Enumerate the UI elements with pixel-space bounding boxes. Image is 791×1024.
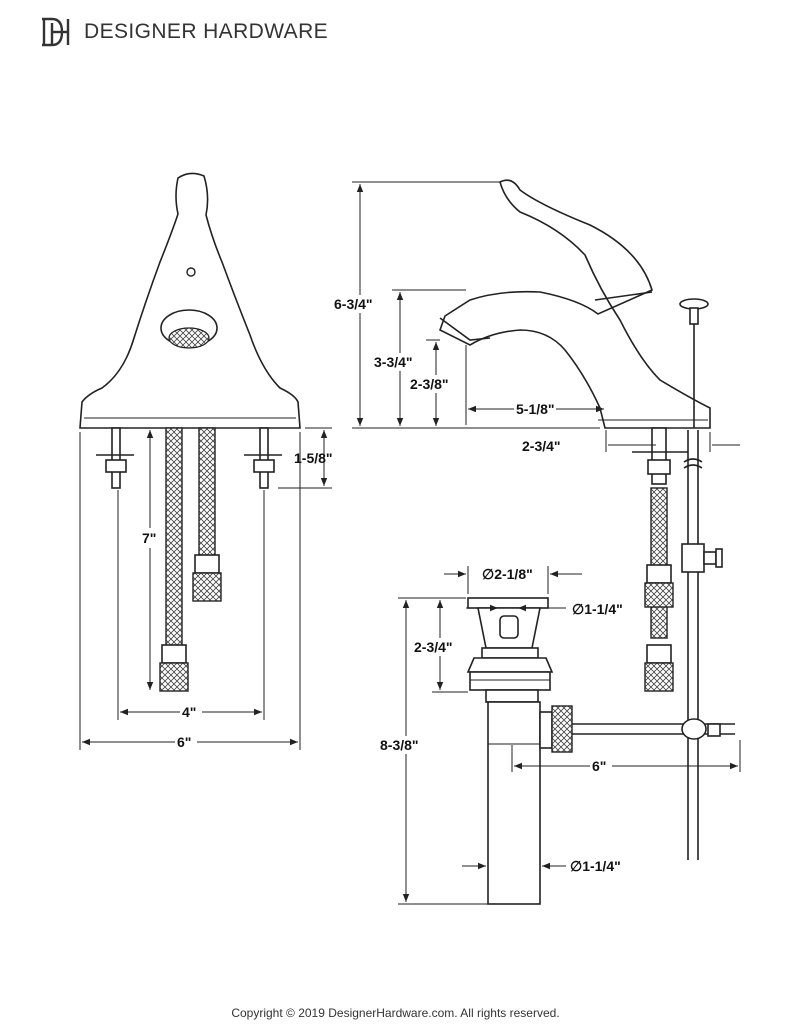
dim-stud-length: 1-5/8" xyxy=(294,450,333,466)
dim-lift-rod-reach: 6" xyxy=(592,758,606,774)
dim-drain-body-height: 2-3/4" xyxy=(414,639,453,655)
dim-flange-diameter: ∅2-1/8" xyxy=(482,566,533,582)
header: DESIGNER HARDWARE xyxy=(38,14,328,50)
dim-base-depth: 2-3/4" xyxy=(522,438,561,454)
mounting-studs-front xyxy=(96,427,282,489)
dim-drain-total-length: 8-3/8" xyxy=(380,737,419,753)
drain-dimensions xyxy=(398,566,741,905)
dim-total-height: 6-3/4" xyxy=(334,296,373,312)
dim-center-spread: 4" xyxy=(182,704,196,720)
dim-hose-length: 7" xyxy=(142,530,156,546)
pop-up-drain xyxy=(466,597,735,905)
dim-tailpiece-diameter: ∅1-1/4" xyxy=(570,858,621,874)
front-dimensions xyxy=(79,427,332,750)
drain-view: ∅2-1/8" ∅1-1/4" 2-3/4" 8-3/8" 6" ∅1-1/4" xyxy=(378,566,741,905)
pop-up-rod-side xyxy=(679,298,723,860)
dim-spout-reach: 5-1/8" xyxy=(516,401,555,417)
dim-drain-opening-diameter: ∅1-1/4" xyxy=(572,601,623,617)
brand-name: DESIGNER HARDWARE xyxy=(84,20,329,43)
faucet-side-body xyxy=(439,179,711,429)
copyright-notice: Copyright © 2019 DesignerHardware.com. A… xyxy=(231,1006,560,1020)
side-view: 6-3/4" 3-3/4" 2-3/8" 5-1/8" 2-3/4" xyxy=(332,179,740,860)
side-stud-hose xyxy=(632,427,688,692)
dh-monogram-icon xyxy=(42,17,70,47)
front-view: 7" 1-5/8" 4" 6" xyxy=(79,172,333,750)
dim-spout-clearance: 2-3/8" xyxy=(410,376,449,392)
supply-hoses-front xyxy=(159,427,222,692)
faucet-front-body xyxy=(79,172,301,429)
dim-spout-top-height: 3-3/4" xyxy=(374,354,413,370)
dim-base-width: 6" xyxy=(177,734,191,750)
